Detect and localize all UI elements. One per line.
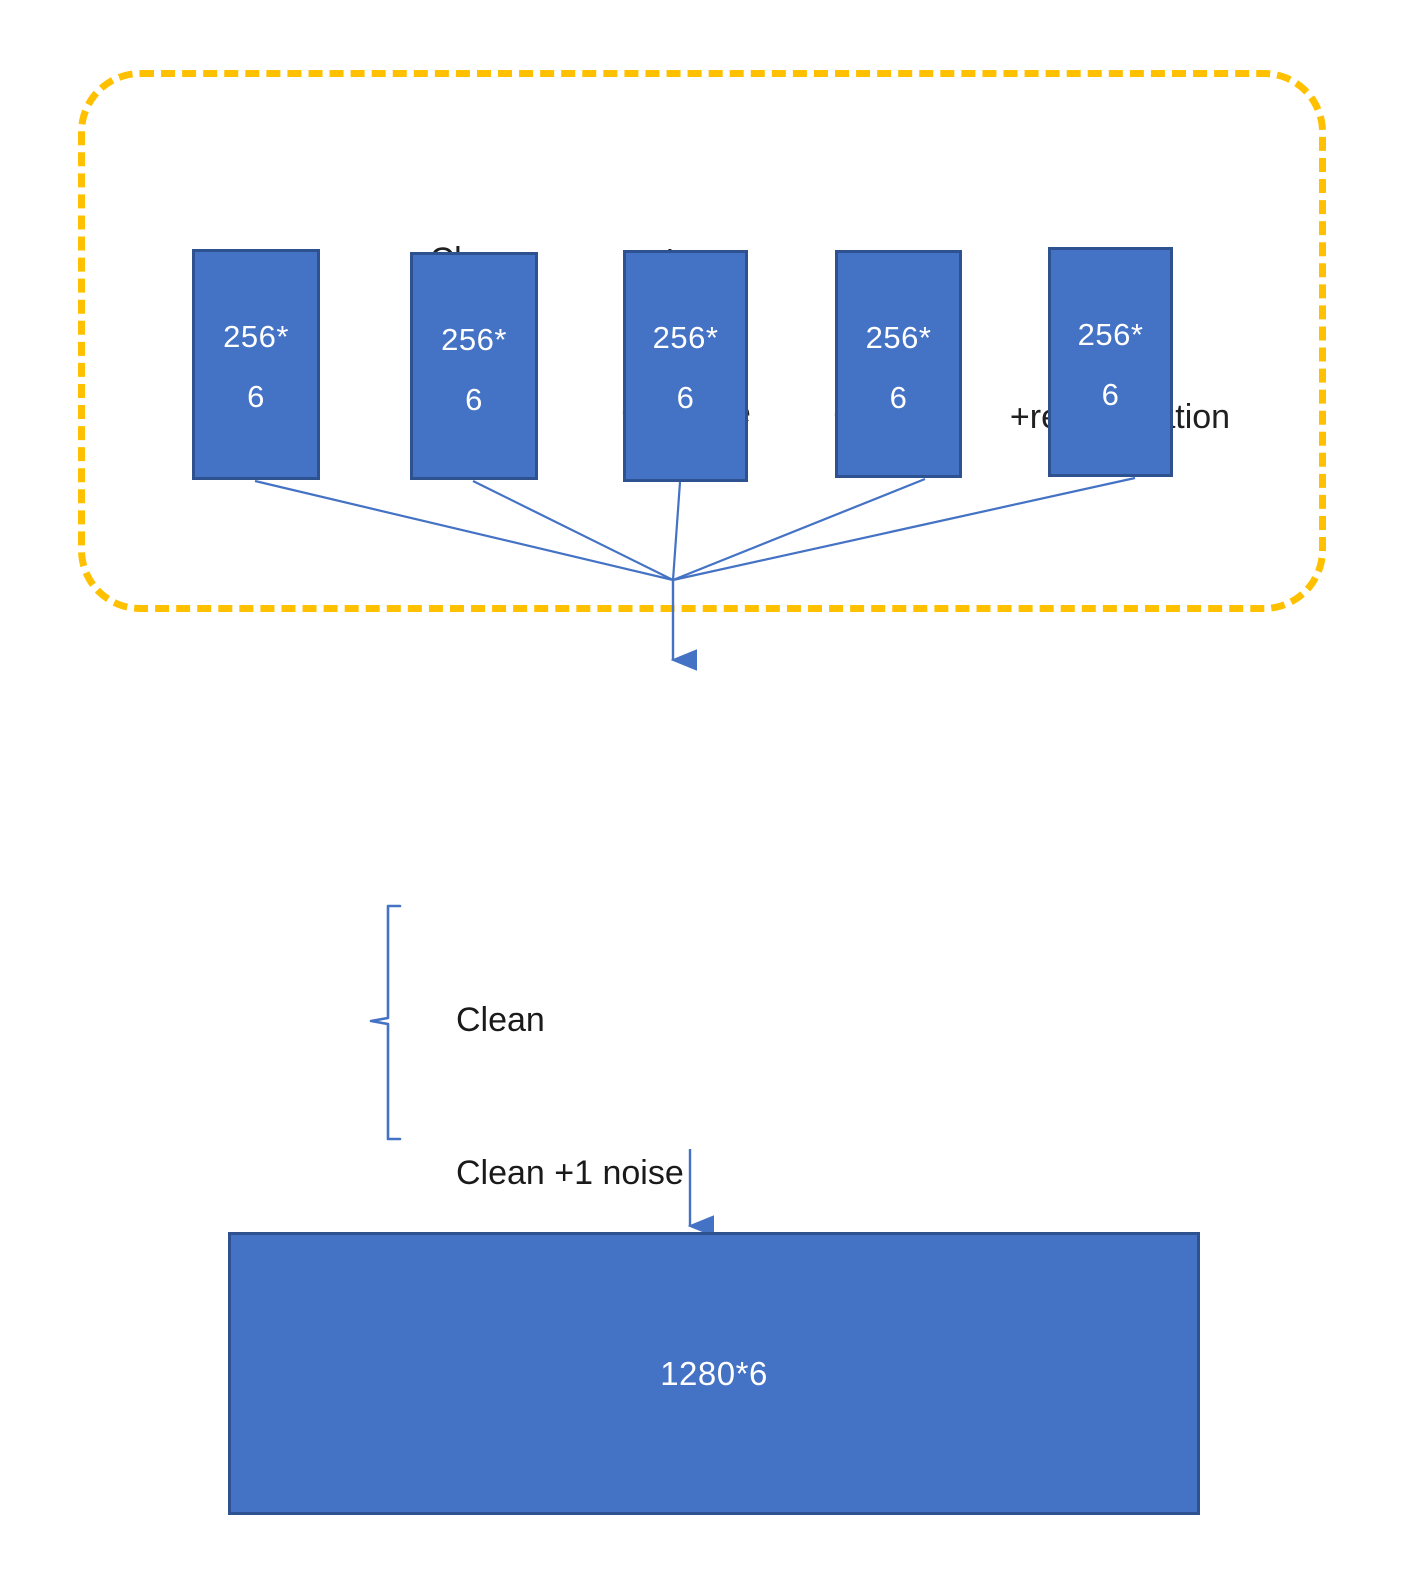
feature-box-clean-3-noise-dim-top: 256* bbox=[865, 320, 932, 355]
output-feature-box[interactable]: 1280*6 bbox=[228, 1232, 1200, 1515]
feature-box-clean-dim-top: 256* bbox=[223, 319, 289, 354]
feature-box-clean-reverberation[interactable]: 256* 6 bbox=[1048, 247, 1173, 477]
feature-box-clean-reverberation-dim-bottom: 6 bbox=[1101, 377, 1120, 412]
feature-box-clean-2-noise[interactable]: 256* 6 bbox=[623, 250, 748, 482]
feature-box-clean-2-noise-dim-top: 256* bbox=[652, 320, 719, 355]
feature-box-clean[interactable]: 256* 6 bbox=[192, 249, 320, 480]
list-item-clean-1-noise: Clean +1 noise bbox=[456, 1154, 684, 1192]
augmented-feature-group-outline bbox=[78, 70, 1326, 612]
feature-box-clean-1-noise-dim-bottom: 6 bbox=[465, 382, 483, 417]
feature-box-clean-3-noise-dim-bottom: 6 bbox=[889, 380, 908, 415]
output-feature-box-dim: 1280*6 bbox=[660, 1354, 768, 1392]
list-brace bbox=[369, 904, 402, 1141]
feature-box-clean-2-noise-dim-bottom: 6 bbox=[676, 380, 695, 415]
feature-box-clean-3-noise[interactable]: 256* 6 bbox=[835, 250, 962, 478]
feature-box-clean-reverberation-dim-top: 256* bbox=[1077, 317, 1144, 352]
feature-box-clean-1-noise[interactable]: 256* 6 bbox=[410, 252, 538, 480]
feature-box-clean-dim-bottom: 6 bbox=[247, 379, 265, 414]
feature-box-clean-1-noise-dim-top: 256* bbox=[441, 322, 507, 357]
list-item-clean: Clean bbox=[456, 1001, 545, 1039]
